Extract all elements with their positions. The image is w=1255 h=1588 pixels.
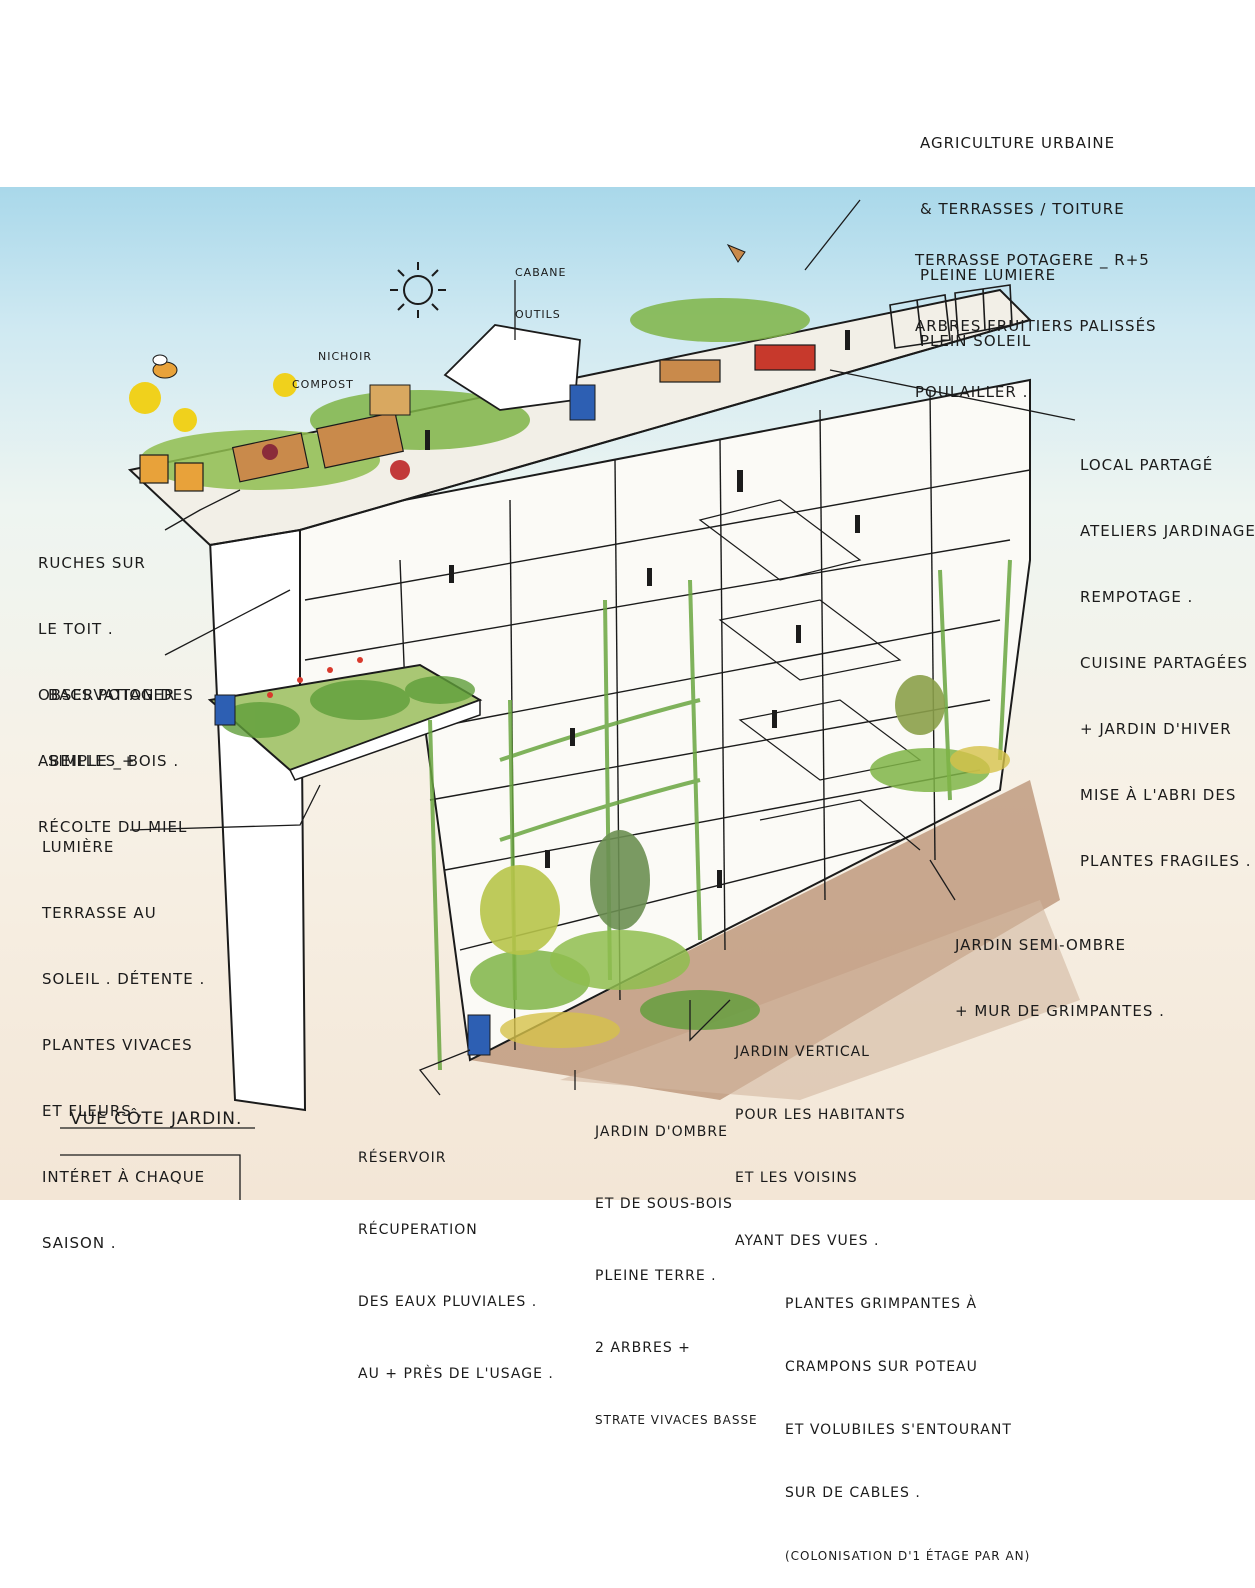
note-line: 2 ARBRES + — [595, 1340, 691, 1356]
note-cabane: CABANE OUTILS — [515, 238, 566, 336]
note-line: CRAMPONS SUR POTEAU — [785, 1359, 978, 1375]
note-line: ET FLEURS , — [42, 1102, 144, 1120]
note-line: AYANT DES VUES . — [735, 1233, 880, 1249]
planter-board — [659, 359, 721, 383]
note-line: LUMIÈRE — [42, 838, 115, 856]
note-ruches: RUCHES SUR LE TOIT . OBSERVATION DES ABE… — [38, 508, 194, 860]
note-bacs-potager: BACS POTAGER SIMPLE _ BOIS . — [48, 640, 179, 794]
building-sketch — [60, 199, 1080, 1200]
note-jardin-ombre: JARDIN D'OMBRE ET DE SOUS-BOIS PLEINE TE… — [595, 1072, 758, 1456]
note-line: ET LES VOISINS — [735, 1170, 858, 1186]
note-line: AU + PRÈS DE L'USAGE . — [358, 1366, 554, 1382]
terrace-flowers — [267, 657, 363, 698]
water-tank-lower — [467, 1014, 491, 1056]
note-line: RÉCUPERATION — [358, 1222, 478, 1238]
note-line: & TERRASSES / TOITURE — [920, 200, 1125, 218]
note-line: JARDIN SEMI-OMBRE — [955, 936, 1126, 954]
note-line: SUR DE CABLES . — [785, 1485, 921, 1501]
note-line: JARDIN D'OMBRE — [595, 1124, 728, 1140]
note-reservoir: RÉSERVOIR RÉCUPERATION DES EAUX PLUVIALE… — [358, 1098, 554, 1410]
note-line: + MUR DE GRIMPANTES . — [955, 1002, 1165, 1020]
note-line: PLANTES GRIMPANTES À — [785, 1296, 978, 1312]
sun-icon — [390, 262, 446, 318]
note-line: CUISINE PARTAGÉES — [1080, 654, 1249, 672]
note-line: TERRASSE POTAGERE _ R+5 — [915, 251, 1150, 269]
note-line: TERRASSE AU — [42, 904, 157, 922]
roof-garden — [129, 298, 810, 492]
garden-ground — [470, 780, 1060, 1100]
people-figures — [425, 330, 860, 888]
note-line: BACS POTAGER — [48, 686, 176, 704]
bee-icon — [152, 354, 178, 379]
note-line: ARBRES FRUITIERS PALISSÉS — [915, 317, 1157, 335]
note-line: DES EAUX PLUVIALES . — [358, 1294, 538, 1310]
bird-icon — [726, 243, 746, 263]
page-title: VUE CÔTE JARDIN. — [70, 1109, 243, 1129]
tool-shed — [443, 324, 581, 411]
note-line: ET DE SOUS-BOIS — [595, 1196, 733, 1212]
ground-shadow — [560, 900, 1080, 1100]
note-local-partage: LOCAL PARTAGÉ ATELIERS JARDINAGE REMPOTA… — [1080, 410, 1255, 894]
note-line: LE TOIT . — [38, 620, 114, 638]
note-line: PLEIN SOLEIL — [920, 332, 1032, 350]
note-line: ET VOLUBILES S'ENTOURANT — [785, 1422, 1012, 1438]
vertical-garden — [428, 559, 1012, 1071]
note-jardin-vertical: JARDIN VERTICAL POUR LES HABITANTS ET LE… — [735, 1000, 1030, 1588]
greenhouse-frames — [889, 284, 1013, 349]
note-line: POUR LES HABITANTS — [735, 1107, 906, 1123]
note-line: MISE À L'ABRI DES — [1080, 786, 1237, 804]
terrace-foliage — [220, 676, 475, 738]
note-line: NICHOIR — [318, 350, 372, 363]
shade-garden — [470, 830, 760, 1048]
note-line: RÉCOLTE DU MIEL — [38, 818, 188, 836]
note-line: SAISON . — [42, 1234, 117, 1252]
note-line: PLEINE LUMIERE — [920, 266, 1057, 284]
facade-left — [208, 518, 307, 1112]
note-line: PLANTES FRAGILES . — [1080, 852, 1252, 870]
note-line: AGRICULTURE URBAINE — [920, 134, 1116, 152]
note-line: COMPOST — [292, 378, 354, 391]
note-line: REMPOTAGE . — [1080, 588, 1194, 606]
leader-lines — [60, 199, 1076, 1200]
note-line: SOLEIL . DÉTENTE . — [42, 970, 206, 988]
note-line: ATELIERS JARDINAGE — [1080, 522, 1255, 540]
note-line: CABANE — [515, 266, 567, 279]
note-lumiere: LUMIÈRE TERRASSE AU SOLEIL . DÉTENTE . P… — [42, 792, 205, 1276]
note-line: POULAILLER . — [915, 383, 1029, 401]
local-roof — [754, 344, 816, 371]
note-line: RUCHES SUR — [38, 554, 146, 572]
note-agriculture-toiture: AGRICULTURE URBAINE & TERRASSES / TOITUR… — [920, 88, 1125, 374]
note-line: OUTILS — [515, 308, 561, 321]
note-semi-ombre: JARDIN SEMI-OMBRE + MUR DE GRIMPANTES . — [955, 890, 1165, 1044]
semi-shade-garden — [870, 675, 1010, 792]
note-line: (COLONISATION D'1 ÉTAGE PAR AN) — [785, 1549, 1031, 1563]
note-line: STRATE VIVACES BASSE — [595, 1413, 758, 1427]
note-line: PLANTES VIVACES — [42, 1036, 193, 1054]
note-line: OBSERVATION DES — [38, 686, 194, 704]
water-tank-upper — [214, 694, 236, 726]
note-line: + JARDIN D'HIVER — [1080, 720, 1232, 738]
note-terrasse-potagere: TERRASSE POTAGERE _ R+5 ARBRES FRUITIERS… — [915, 205, 1157, 425]
note-line: JARDIN VERTICAL — [735, 1044, 870, 1060]
note-line: INTÉRET À CHAQUE — [42, 1168, 206, 1186]
note-line: SIMPLE _ BOIS . — [48, 752, 180, 770]
note-line: ABEILLES + — [38, 752, 136, 770]
note-line: LOCAL PARTAGÉ — [1080, 456, 1214, 474]
note-compost: COMPOST — [292, 350, 354, 406]
note-line: PLEINE TERRE . — [595, 1268, 717, 1284]
note-line: RÉSERVOIR — [358, 1150, 447, 1166]
note-nichoir: NICHOIR — [318, 322, 372, 378]
